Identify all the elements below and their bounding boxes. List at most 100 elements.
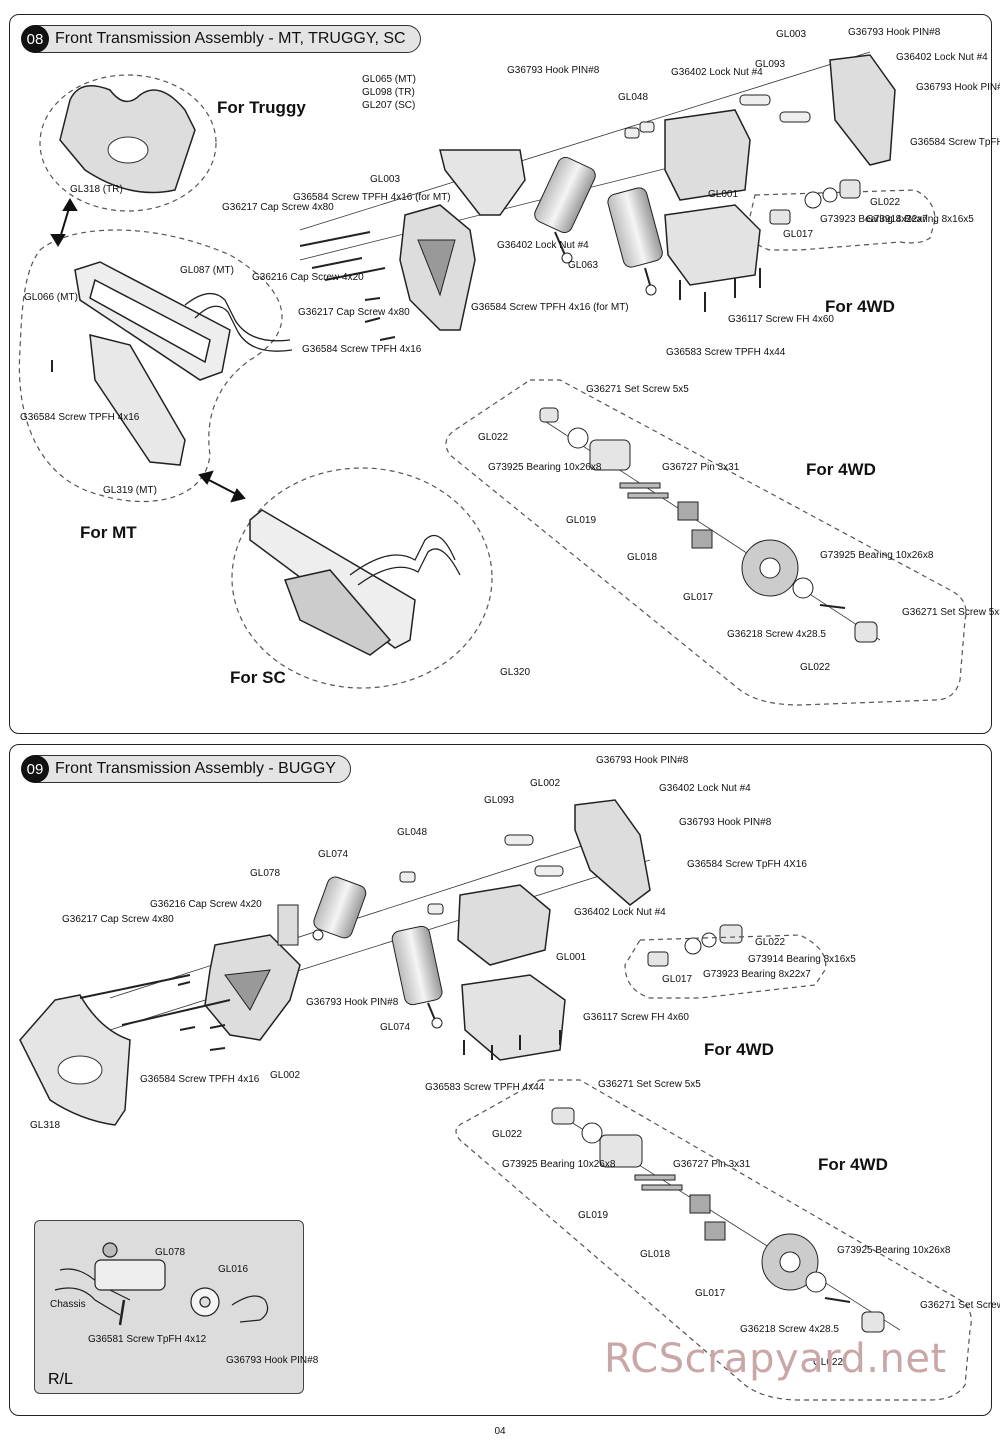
part-label: G36217 Cap Screw 4x80 xyxy=(62,914,174,925)
mt-skid-plate xyxy=(89,334,186,466)
part-label: G36581 Screw TpFH 4x12 xyxy=(88,1334,207,1345)
part-label: GL319 (MT) xyxy=(103,485,157,496)
part-label: G36402 Lock Nut #4 xyxy=(497,240,589,251)
part-label: G36402 Lock Nut #4 xyxy=(671,67,763,78)
part-label: GL019 xyxy=(578,1210,608,1221)
section-number: 08 xyxy=(21,25,49,53)
sc-bumper-strut xyxy=(349,534,461,586)
part-label: GL022 xyxy=(478,432,508,443)
section-title: Front Transmission Assembly - BUGGY xyxy=(55,760,336,777)
part-label: GL078 xyxy=(155,1247,185,1258)
part-label: GL002 xyxy=(530,778,560,789)
part-label: G36117 Screw FH 4x60 xyxy=(728,314,834,325)
part-label: G36402 Lock Nut #4 xyxy=(896,52,988,63)
truggy-group-outline xyxy=(39,74,217,212)
part-label: GL001 xyxy=(556,952,586,963)
part-label: GL018 xyxy=(627,552,657,563)
group-label-sc: For SC xyxy=(230,668,286,687)
part-label: G36216 Cap Screw 4x20 xyxy=(252,272,364,283)
part-label: G36117 Screw FH 4x60 xyxy=(583,1012,689,1023)
part-label: GL066 (MT) xyxy=(24,292,78,303)
gearbox-upper-09 xyxy=(457,884,551,966)
part-label: G36793 Hook PIN#8 xyxy=(679,817,772,828)
part-label: GL022 xyxy=(870,197,900,208)
part-label: GL074 xyxy=(380,1022,410,1033)
part-label: G36584 Screw TPFH 4x16 xyxy=(302,344,422,355)
part-label: G36271 Set Screw 5x5 xyxy=(586,384,689,395)
part-label: G73925 Bearing 10x26x8 xyxy=(502,1159,616,1170)
part-label: GL022 xyxy=(800,662,830,673)
shock-absorber-left xyxy=(534,156,596,264)
body-post xyxy=(277,904,299,946)
mt-group-outline xyxy=(18,229,283,503)
group-label-mt: For MT xyxy=(80,523,137,542)
part-label: G36218 Screw 4x28.5 xyxy=(727,629,826,640)
part-label: G36727 Pin 3x31 xyxy=(673,1159,751,1170)
part-label: GL063 xyxy=(568,260,598,271)
part-label: GL017 xyxy=(662,974,692,985)
part-label: Chassis xyxy=(50,1299,86,1310)
part-label: GL022 xyxy=(755,937,785,948)
part-label: G36793 Hook PIN#8 xyxy=(306,997,399,1008)
part-label: GL017 xyxy=(695,1288,725,1299)
part-label: GL093 xyxy=(484,795,514,806)
part-label: GL318 (TR) xyxy=(70,184,123,195)
gearbox-lower-09 xyxy=(461,974,566,1061)
section-number: 09 xyxy=(21,755,49,783)
part-label: G36402 Lock Nut #4 xyxy=(659,783,751,794)
part-label: GL048 xyxy=(397,827,427,838)
part-label: G36271 Set Screw 5x5 xyxy=(920,1300,1000,1311)
part-label: GL093 xyxy=(755,59,785,70)
group-label-4wd-bottom: For 4WD xyxy=(806,460,876,479)
part-label: G36217 Cap Screw 4x80 xyxy=(222,202,334,213)
part-label: G36271 Set Screw 5x5 xyxy=(598,1079,701,1090)
part-label: G36727 Pin 3x31 xyxy=(662,462,740,473)
sc-bumper xyxy=(249,509,416,656)
part-label: G36793 Hook PIN#8 xyxy=(596,755,689,766)
part-label: GL087 (MT) xyxy=(180,265,234,276)
diff-assembly-09 xyxy=(551,1107,885,1333)
screws-09 xyxy=(79,974,851,1303)
section-09-labels: For 4WD For 4WD G36217 Cap Screw 4x80 G3… xyxy=(30,755,1000,1388)
part-label: G36583 Screw TPFH 4x44 xyxy=(666,347,786,358)
group-label-4wd-top-09: For 4WD xyxy=(704,1040,774,1059)
part-label: GL048 xyxy=(618,92,648,103)
right-bulkhead xyxy=(829,54,896,166)
sc-group-outline xyxy=(231,467,493,689)
part-label: G36402 Lock Nut #4 xyxy=(574,907,666,918)
group-label-truggy: For Truggy xyxy=(217,98,306,117)
part-label: G36584 Screw TPFH 4x16 xyxy=(20,412,140,423)
part-label: G73914 Bearing 8x16x5 xyxy=(866,214,974,225)
mt-bumper xyxy=(74,261,231,381)
shock-absorber-right xyxy=(607,187,663,296)
part-label: G73914 Bearing 8x16x5 xyxy=(748,954,856,965)
part-label: G73923 Bearing 8x22x7 xyxy=(703,969,811,980)
rl-detail-drawing xyxy=(54,1242,269,1326)
part-label: G73923 Bearing 8x22x7 xyxy=(820,214,928,225)
screws xyxy=(51,231,846,609)
part-label: GL098 (TR) xyxy=(362,87,415,98)
part-label: GL318 xyxy=(30,1120,60,1131)
part-label: GL078 xyxy=(250,868,280,879)
part-label: G36584 Screw TPFH 4x16 xyxy=(140,1074,260,1085)
part-label: G73925 Bearing 10x26x8 xyxy=(820,550,934,561)
group-label-4wd-top: For 4WD xyxy=(825,297,895,316)
rl-detail-inset xyxy=(34,1220,304,1394)
section-08-header: 08 Front Transmission Assembly - MT, TRU… xyxy=(21,25,421,53)
part-label: GL065 (MT) xyxy=(362,74,416,85)
part-label: GL002 xyxy=(270,1070,300,1081)
right-bulkhead-09 xyxy=(574,799,651,906)
section-09-header: 09 Front Transmission Assembly - BUGGY xyxy=(21,755,351,783)
part-label: G36793 Hook PIN#8 xyxy=(226,1355,319,1366)
section-title: Front Transmission Assembly - MT, TRUGGY… xyxy=(55,30,406,47)
part-label: GL018 xyxy=(640,1249,670,1260)
input-shaft-assembly xyxy=(769,179,861,225)
part-label: G36584 Screw TPFH 4x16 (for MT) xyxy=(293,192,451,203)
fwd-bottom-outline xyxy=(445,379,967,706)
part-label: GL017 xyxy=(683,592,713,603)
shock-tower xyxy=(439,149,526,216)
part-label: G36218 Screw 4x28.5 xyxy=(740,1324,839,1335)
part-label: G36584 Screw TpFH 4X16 xyxy=(687,859,807,870)
shock-absorber-09-left xyxy=(312,876,367,941)
